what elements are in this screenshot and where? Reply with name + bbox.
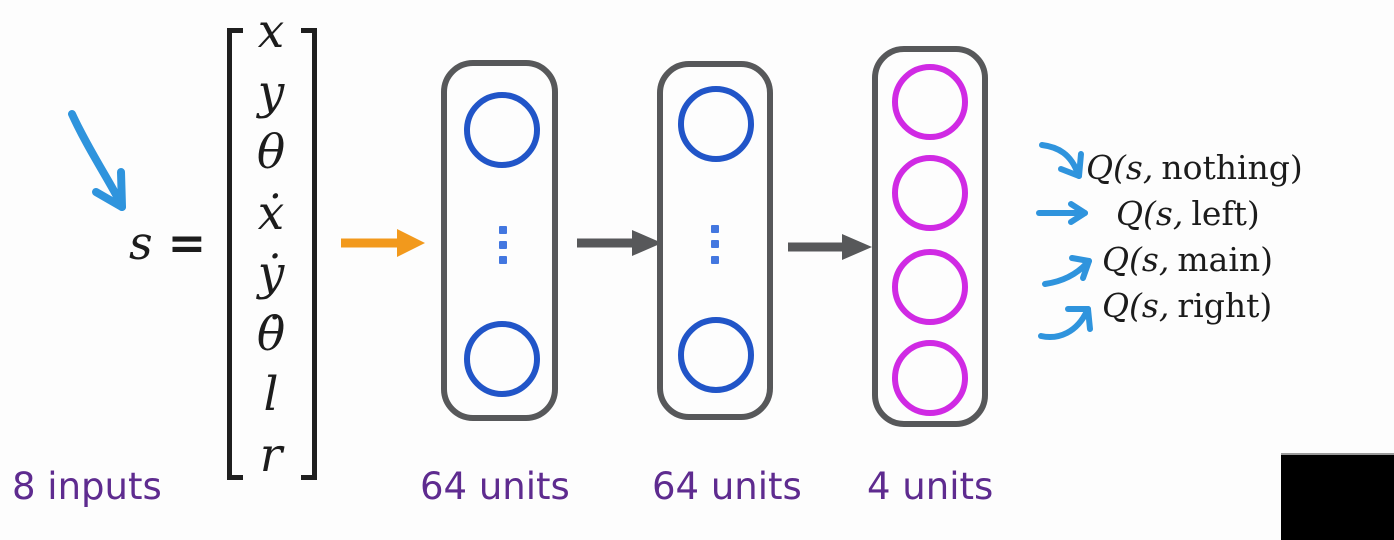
ellipsis-dot-icon (499, 241, 507, 249)
q-arrow-down-right-icon (1039, 142, 1084, 179)
q-function-text: Q(s, (1102, 240, 1170, 279)
vector-entry: x (257, 4, 285, 59)
output-neuron-icon (892, 64, 968, 140)
vector-entry: r (259, 427, 283, 483)
inputs-count-label: 8 inputs (12, 465, 162, 508)
neuron-icon (678, 86, 754, 162)
vector-entry: θ (256, 125, 286, 180)
q-action-text: nothing) (1161, 148, 1303, 187)
layer1-units-label: 64 units (420, 465, 570, 508)
vector-entry: l (263, 367, 279, 422)
q-action-text: left) (1191, 194, 1260, 233)
ellipsis-dot-icon (711, 256, 719, 264)
output-neuron-icon (892, 340, 968, 416)
corner-video-block (1281, 453, 1394, 540)
hidden-layer-1 (441, 60, 558, 421)
neuron-icon (464, 92, 540, 168)
input-arrow-icon (341, 229, 425, 257)
ellipsis-dot-icon (711, 225, 719, 233)
ellipsis-dot-icon (711, 240, 719, 248)
vector-right-bracket (301, 28, 317, 480)
q-arrow-up-right-curve-icon (1038, 306, 1093, 340)
q-action-text: right) (1177, 286, 1273, 325)
vector-left-bracket (227, 28, 243, 480)
q-output-row: Q(s,main) (1102, 240, 1273, 279)
q-arrow-up-right-icon (1042, 255, 1092, 287)
state-equation: s = (129, 216, 207, 270)
q-output-row: Q(s,nothing) (1086, 148, 1303, 187)
neuron-icon (678, 317, 754, 393)
ellipsis-dot-icon (499, 256, 507, 264)
q-action-text: main) (1177, 240, 1274, 279)
vector-entry: ẋ (257, 185, 285, 241)
q-function-text: Q(s, (1102, 286, 1170, 325)
state-vector: x y θ ẋ ẏ θ̇ l r (234, 2, 308, 486)
vector-entry: θ̇ (256, 306, 286, 362)
q-output-row: Q(s,left) (1116, 194, 1260, 233)
layer3-units-label: 4 units (867, 465, 994, 508)
ellipsis-dot-icon (499, 226, 507, 234)
flow-arrow-icon (788, 234, 872, 260)
output-layer (872, 46, 988, 427)
annotation-arrow-icon (68, 110, 126, 211)
q-arrow-right-icon (1036, 201, 1088, 225)
equals-sign: = (167, 216, 207, 270)
layer2-units-label: 64 units (652, 465, 802, 508)
vector-entry: y (257, 64, 285, 120)
neuron-icon (464, 321, 540, 397)
output-neuron-icon (892, 155, 968, 231)
q-function-text: Q(s, (1116, 194, 1184, 233)
flow-arrow-icon (577, 230, 662, 256)
vector-entry: ẏ (257, 246, 285, 301)
state-symbol: s (129, 216, 153, 270)
output-neuron-icon (892, 249, 968, 325)
q-function-text: Q(s, (1086, 148, 1154, 187)
q-output-row: Q(s,right) (1102, 286, 1272, 325)
hidden-layer-2 (657, 61, 773, 420)
